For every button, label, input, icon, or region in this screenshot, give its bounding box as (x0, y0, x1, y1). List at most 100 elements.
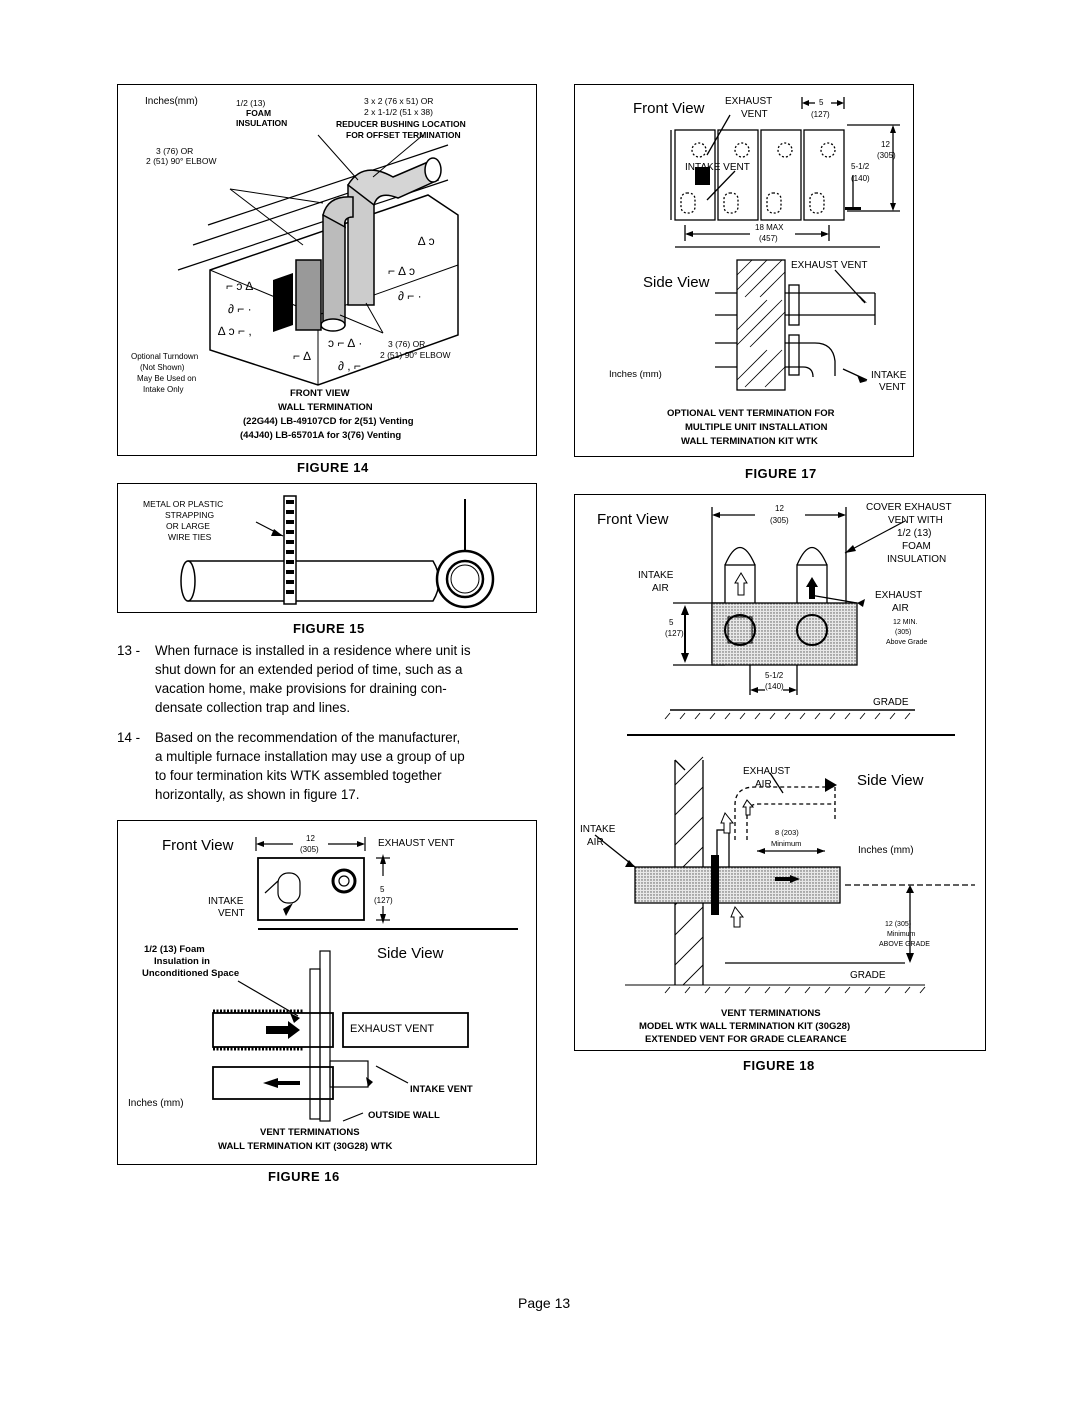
wtk-termination-illustration (212, 837, 518, 1122)
elbow-bottom-label-1: 3 (76) OR (388, 339, 426, 349)
exhaust-label-1: EXHAUST (725, 96, 773, 107)
svg-text:∆ ↄ ⌐ ,: ∆ ↄ ⌐ , (218, 324, 252, 338)
paragraph-14-line-1: Based on the recommendation of the manuf… (155, 730, 461, 745)
side-view-title: Side View (643, 274, 710, 291)
dim-140: (140) (851, 174, 870, 183)
venting-label-2: (44J40) LB-65701A for 3(76) Venting (240, 430, 402, 441)
dim-140: (140) (765, 682, 784, 691)
multiple-unit-illustration (670, 97, 900, 391)
exhaust-air-label-2: AIR (755, 779, 772, 790)
figure-15-box: METAL OR PLASTIC STRAPPING OR LARGE WIRE… (117, 483, 537, 613)
minimum-label-b: Minimum (887, 931, 916, 938)
foam-label-2: Insulation in (154, 956, 210, 967)
above-grade-label: ABOVE GRADE (879, 941, 930, 948)
figure-16-caption: FIGURE 16 (268, 1169, 340, 1184)
figure-14-caption: FIGURE 14 (297, 460, 369, 475)
cover-label-5: INSULATION (887, 554, 947, 565)
paragraph-14-line-3: to four termination kits WTK assembled t… (155, 768, 442, 783)
cover-label-4: FOAM (902, 541, 931, 552)
dim-18-max: 18 MAX (755, 223, 784, 232)
figure-17-caption: FIGURE 17 (745, 466, 817, 481)
dim-5: 5 (380, 885, 385, 894)
foam-label-3: Unconditioned Space (142, 968, 240, 979)
intake-vent-label: INTAKE VENT (410, 1084, 473, 1095)
figure-18-box: Front View 12 (305) COVER EXHAUST VENT W… (574, 494, 986, 1051)
exhaust-label-2: VENT (741, 109, 768, 120)
svg-text:⌐ ∆: ⌐ ∆ (293, 349, 311, 363)
elbow-top-label-2: 2 (51) 90° ELBOW (146, 156, 217, 166)
wall-kit-label: WALL TERMINATION KIT (30G28) WTK (218, 1141, 393, 1152)
intake-air-label-1: INTAKE (580, 824, 616, 835)
extended-vent-label: EXTENDED VENT FOR GRADE CLEARANCE (645, 1034, 847, 1045)
paragraph-13-line-1: When furnace is installed in a residence… (155, 643, 471, 658)
turndown-label-4: Intake Only (143, 385, 184, 394)
dim-305: (305) (770, 516, 789, 525)
intake-label-1: INTAKE (871, 370, 907, 381)
intake-vent-label: INTAKE VENT (685, 162, 750, 173)
paragraph-13-number: 13 - (117, 643, 141, 658)
exhaust-label-1: EXHAUST (875, 590, 923, 601)
minimum-label: Minimum (771, 839, 802, 848)
optional-label-3: WALL TERMINATION KIT WTK (681, 436, 818, 447)
optional-label-2: MULTIPLE UNIT INSTALLATION (685, 422, 828, 433)
intake-label-1: INTAKE (638, 570, 674, 581)
dim-127: (127) (811, 110, 830, 119)
strapping-label-3: OR LARGE (166, 521, 210, 531)
cover-label-2: VENT WITH (888, 515, 943, 526)
svg-text:⌐ ↄ ∆: ⌐ ↄ ∆ (226, 279, 254, 293)
foam-label-1: 1/2 (13) (236, 98, 266, 108)
dim-305: (305) (877, 151, 896, 160)
exhaust-vent-box-label: EXHAUST VENT (350, 1023, 435, 1035)
front-view-title: Front View (597, 511, 669, 528)
dim-12-b: 12 (305) (885, 921, 912, 928)
vent-terminations-label: VENT TERMINATIONS (260, 1127, 360, 1138)
page-number: Page 13 (518, 1295, 571, 1311)
paragraph-14-line-4: horizontally, as shown in figure 17. (155, 787, 360, 802)
dim-12: 12 (775, 504, 784, 513)
cover-label-3: 1/2 (13) (897, 528, 932, 539)
intake-label-1: INTAKE (208, 896, 244, 907)
dim-457: (457) (759, 234, 778, 243)
intake-label-2: AIR (652, 583, 669, 594)
figure-17-box: Front View EXHAUST VENT 5 (127) INTAKE V… (574, 84, 914, 457)
dim-305: (305) (300, 845, 319, 854)
exhaust-air-label-1: EXHAUST (743, 766, 791, 777)
dim-5-1-2: 5-1/2 (765, 671, 784, 680)
units-label: Inches(mm) (145, 96, 198, 107)
dim-127: (127) (665, 629, 684, 638)
svg-text:∂ ⌐ ·: ∂ ⌐ · (228, 302, 252, 316)
dim-5: 5 (669, 618, 674, 627)
dim-12: 12 (881, 140, 890, 149)
paragraph-13-line-2: shut down for an extended period of time… (155, 662, 463, 677)
strapping-illustration (180, 495, 495, 609)
dim-12: 12 (306, 834, 315, 843)
dim-127: (127) (374, 896, 393, 905)
front-view-label: FRONT VIEW (290, 388, 350, 399)
svg-text:ↄ ⌐ ∆ ·: ↄ ⌐ ∆ · (328, 336, 362, 350)
elbow-top-label-1: 3 (76) OR (156, 146, 194, 156)
svg-text:∂ , ⌐: ∂ , ⌐ (338, 359, 361, 373)
figure-18-caption: FIGURE 18 (743, 1058, 815, 1073)
grade-top-label: GRADE (873, 697, 909, 708)
grade-bottom-label: GRADE (850, 970, 886, 981)
intake-label-2: VENT (218, 908, 245, 919)
figure-14-box: ⌐ ↄ ∆ ∂ ⌐ · ∆ ↄ ⌐ , ↄ ⌐ ∆ · ∂ , ⌐ ⌐ ∆ ↄ … (117, 84, 537, 456)
intake-air-label-2: AIR (587, 837, 604, 848)
reducer-label-3: REDUCER BUSHING LOCATION (336, 119, 466, 129)
paragraph-13-line-4: densate collection trap and lines. (155, 700, 351, 715)
units-label: Inches (mm) (128, 1098, 184, 1109)
dim-8: 8 (203) (775, 828, 799, 837)
exhaust-vent-label: EXHAUST VENT (378, 838, 455, 849)
side-view-title: Side View (857, 772, 924, 789)
intake-label-2: VENT (879, 382, 906, 393)
min-label-1: 12 MIN. (893, 619, 918, 626)
front-view-title: Front View (633, 100, 705, 117)
units-label: Inches (mm) (609, 369, 662, 380)
svg-text:∂ ⌐ ·: ∂ ⌐ · (398, 289, 422, 303)
foam-label-1: 1/2 (13) Foam (144, 944, 205, 955)
turndown-label-2: (Not Shown) (140, 363, 185, 372)
optional-label-1: OPTIONAL VENT TERMINATION FOR (667, 408, 835, 419)
figure-15-caption: FIGURE 15 (293, 621, 365, 636)
side-view-title: Side View (377, 945, 444, 962)
svg-text:⌐ ∆ ↄ: ⌐ ∆ ↄ (388, 264, 415, 278)
